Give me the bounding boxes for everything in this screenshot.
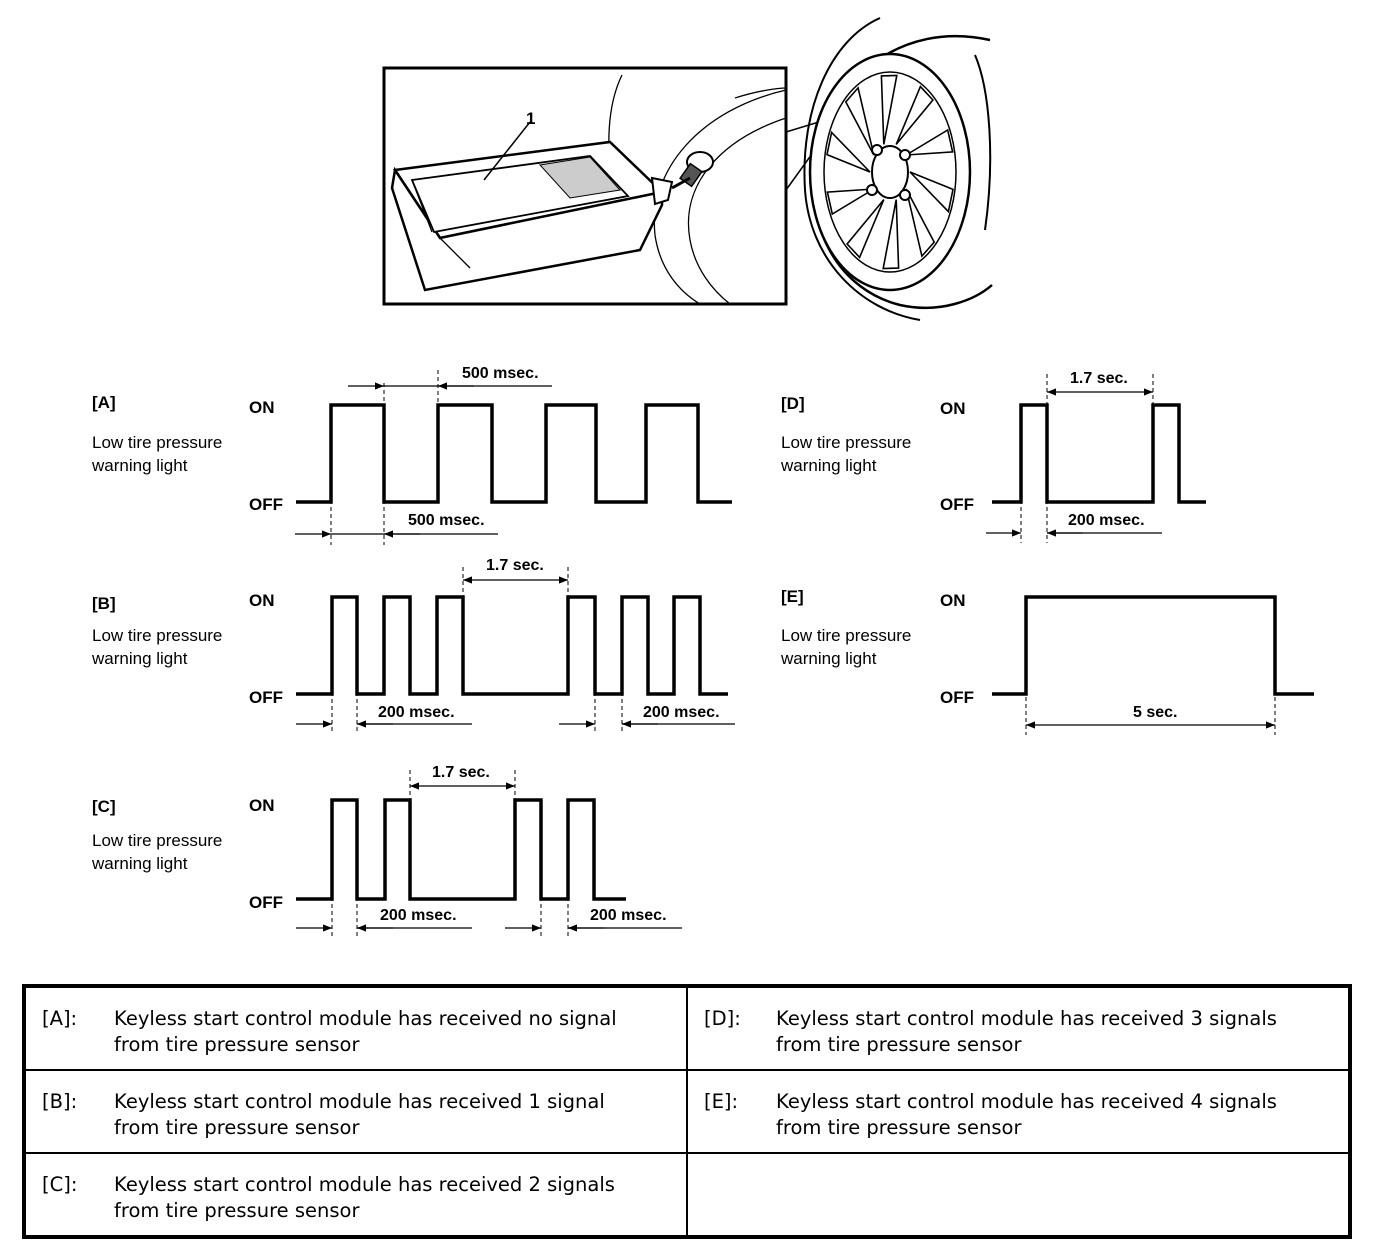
- panel-b-dim-right: 200 msec.: [643, 704, 720, 721]
- panel-b-tag: [B]: [92, 594, 116, 613]
- panel-a-tag: [A]: [92, 393, 116, 412]
- legend-text: Keyless start control module has receive…: [114, 1172, 672, 1224]
- panel-e: [E] Low tire pressure warning light ON O…: [780, 587, 1314, 735]
- panel-c-off-label: OFF: [249, 893, 283, 912]
- callout-label: 1: [526, 109, 535, 128]
- panel-b-waveform: [296, 595, 728, 696]
- wheel-spoke: [826, 130, 871, 173]
- callout-1: 1: [483, 109, 535, 181]
- tool-illustration: 1: [382, 17, 993, 321]
- legend-text: Keyless start control module has receive…: [114, 1089, 672, 1141]
- legend-table: [A]: Keyless start control module has re…: [22, 984, 1352, 1239]
- panel-d-off-label: OFF: [940, 495, 974, 514]
- legend-key: [D]:: [704, 1007, 741, 1030]
- legend-cell-d: [D]: Keyless start control module has re…: [687, 987, 1349, 1070]
- panel-e-dim-bottom: 5 sec.: [1133, 704, 1177, 721]
- wheel-spoke: [905, 128, 954, 156]
- panel-a-line1: Low tire pressure: [92, 433, 222, 452]
- panel-c-dim-top: 1.7 sec.: [432, 764, 490, 781]
- panel-b-on-label: ON: [249, 591, 275, 610]
- wheel-spoke: [844, 86, 875, 156]
- panel-e-line1: Low tire pressure: [781, 626, 911, 645]
- panel-b-line2: warning light: [91, 649, 188, 668]
- panel-e-off-label: OFF: [940, 688, 974, 707]
- panel-a-waveform: [296, 403, 732, 504]
- panel-b-off-label: OFF: [249, 688, 283, 707]
- panel-c-line2: warning light: [91, 854, 188, 873]
- legend-line2: from tire pressure sensor: [776, 1033, 1022, 1056]
- panel-c-waveform: [296, 798, 626, 901]
- panel-d-line1: Low tire pressure: [781, 433, 911, 452]
- panel-e-tag: [E]: [781, 587, 804, 606]
- panel-a: [A] Low tire pressure warning light ON O…: [91, 365, 732, 545]
- panel-a-off-label: OFF: [249, 495, 283, 514]
- panel-e-line2: warning light: [780, 649, 877, 668]
- wheel-spoke: [826, 188, 875, 216]
- legend-text: Keyless start control module has receive…: [776, 1089, 1334, 1141]
- legend-line2: from tire pressure sensor: [114, 1199, 360, 1222]
- wheel-spoke: [846, 199, 885, 259]
- legend-text: Keyless start control module has receive…: [114, 1006, 672, 1058]
- panel-a-dim-bottom: 500 msec.: [408, 512, 485, 529]
- panel-d-waveform: [992, 403, 1206, 504]
- panel-b-line1: Low tire pressure: [92, 626, 222, 645]
- legend-key: [A]:: [42, 1007, 78, 1030]
- panel-c: [C] Low tire pressure warning light ON O…: [91, 764, 682, 938]
- legend-text: Keyless start control module has receive…: [776, 1006, 1334, 1058]
- panel-b-dim-top: 1.7 sec.: [486, 557, 544, 574]
- panel-a-dim-top: 500 msec.: [462, 365, 539, 382]
- legend-key: [E]:: [704, 1090, 739, 1113]
- wheel-icon: [803, 17, 993, 321]
- legend-cell-c: [C]: Keyless start control module has re…: [25, 1153, 687, 1236]
- panel-d-line2: warning light: [780, 456, 877, 475]
- legend-line1: Keyless start control module has receive…: [114, 1090, 605, 1113]
- panel-a-line2: warning light: [91, 456, 188, 475]
- legend-line2: from tire pressure sensor: [776, 1116, 1022, 1139]
- legend-line1: Keyless start control module has receive…: [114, 1007, 617, 1030]
- panel-b-dim-left: 200 msec.: [378, 704, 455, 721]
- panel-d-dim-bottom: 200 msec.: [1068, 512, 1145, 529]
- panel-d-dim-top: 1.7 sec.: [1070, 370, 1128, 387]
- legend-cell-a: [A]: Keyless start control module has re…: [25, 987, 687, 1070]
- panel-d: [D] Low tire pressure warning light ON O…: [780, 370, 1206, 543]
- wheel-spoke: [909, 171, 954, 214]
- panel-c-tag: [C]: [92, 797, 116, 816]
- legend-cell-e: [E]: Keyless start control module has re…: [687, 1070, 1349, 1153]
- wheel-spoke: [905, 188, 936, 258]
- tpms-tool-icon: [390, 140, 691, 292]
- panel-d-tag: [D]: [781, 394, 805, 413]
- wheel-spoke: [880, 74, 898, 145]
- wheel-spoke: [882, 199, 900, 270]
- legend-line2: from tire pressure sensor: [114, 1033, 360, 1056]
- warning-light-timing-diagram: 1 [A] Low tire pressure warning light ON…: [91, 17, 1314, 938]
- legend-line2: from tire pressure sensor: [114, 1116, 360, 1139]
- panel-a-on-label: ON: [249, 398, 275, 417]
- panel-d-on-label: ON: [940, 399, 966, 418]
- panel-b: [B] Low tire pressure warning light ON O…: [91, 557, 735, 733]
- panel-c-on-label: ON: [249, 796, 275, 815]
- legend-cell-b: [B]: Keyless start control module has re…: [25, 1070, 687, 1153]
- panel-e-on-label: ON: [940, 591, 966, 610]
- legend-line1: Keyless start control module has receive…: [776, 1007, 1277, 1030]
- legend-line1: Keyless start control module has receive…: [114, 1173, 615, 1196]
- legend-key: [B]:: [42, 1090, 78, 1113]
- wheel-spoke: [895, 85, 934, 145]
- legend-line1: Keyless start control module has receive…: [776, 1090, 1277, 1113]
- panel-c-dim-right: 200 msec.: [590, 907, 667, 924]
- legend-key: [C]:: [42, 1173, 78, 1196]
- panel-e-waveform: [992, 595, 1314, 696]
- panel-c-line1: Low tire pressure: [92, 831, 222, 850]
- panel-c-dim-left: 200 msec.: [380, 907, 457, 924]
- legend-cell-empty: [687, 1153, 1349, 1236]
